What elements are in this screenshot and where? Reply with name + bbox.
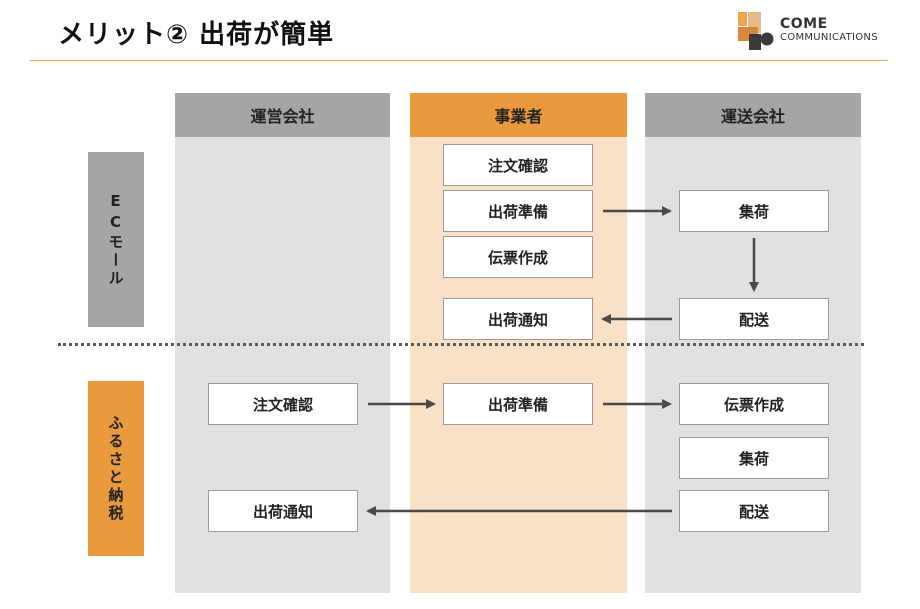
title-divider (30, 60, 888, 61)
furusato-pickup-box: 集荷 (679, 437, 829, 479)
logo-subtitle: COMMUNICATIONS (780, 32, 878, 43)
ec-delivery-box: 配送 (679, 298, 829, 340)
furusato-ship-notice-box: 出荷通知 (208, 490, 358, 532)
row-label-ec-mall: ECモール (88, 152, 144, 327)
furusato-slip-create-box: 伝票作成 (679, 383, 829, 425)
logo-mark-icon (738, 12, 774, 50)
ec-pickup-box: 集荷 (679, 190, 829, 232)
furusato-delivery-box: 配送 (679, 490, 829, 532)
logo-name: COME (780, 16, 828, 32)
ec-ship-notice-box: 出荷通知 (443, 298, 593, 340)
column-header-operator: 運営会社 (175, 93, 390, 137)
ec-order-confirm-box: 注文確認 (443, 144, 593, 186)
column-header-business: 事業者 (410, 93, 627, 137)
ec-ship-prep-box: 出荷準備 (443, 190, 593, 232)
page-title: メリット② 出荷が簡単 (58, 20, 335, 50)
furusato-order-confirm-box: 注文確認 (208, 383, 358, 425)
row-label-furusato: ふるさと納税 (88, 381, 144, 556)
company-logo: COME COMMUNICATIONS (738, 12, 908, 52)
column-header-carrier: 運送会社 (645, 93, 861, 137)
furusato-ship-prep-box: 出荷準備 (443, 383, 593, 425)
ec-slip-create-box: 伝票作成 (443, 236, 593, 278)
section-divider (58, 343, 864, 346)
